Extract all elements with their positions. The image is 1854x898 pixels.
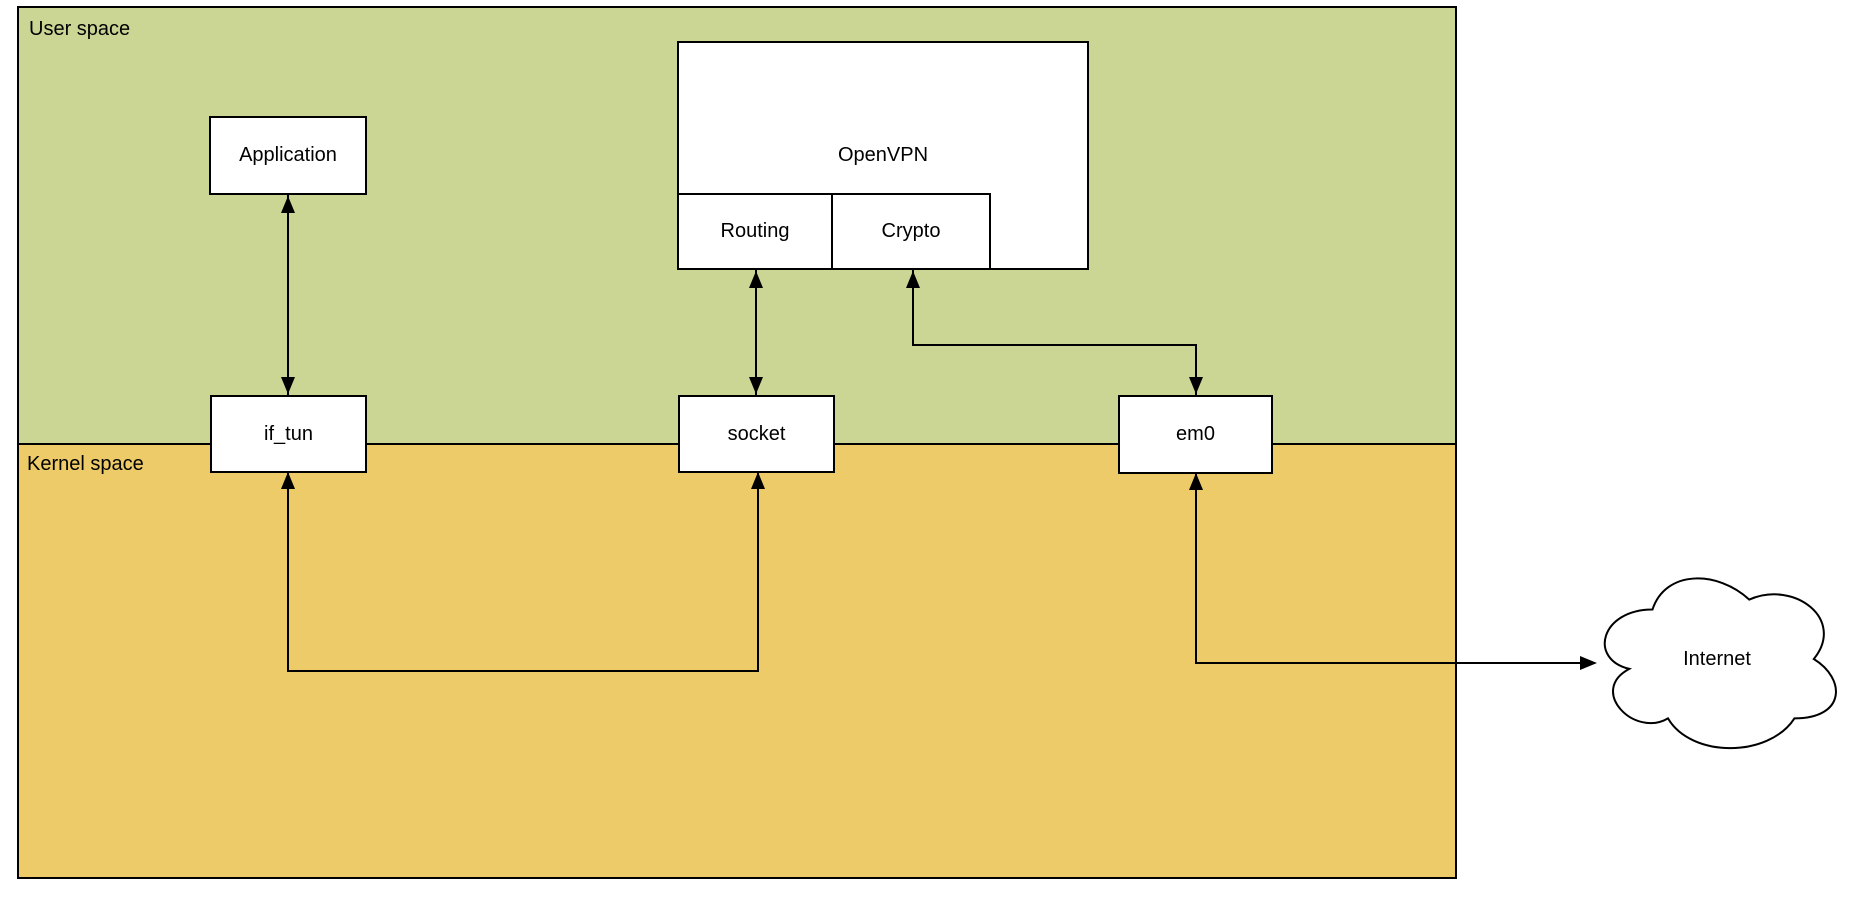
node-application: Application	[209, 116, 367, 195]
kernel-space-label: Kernel space	[27, 453, 144, 475]
kernel-space-region	[19, 443, 1455, 877]
node-socket: socket	[678, 395, 835, 473]
node-if-tun: if_tun	[210, 395, 367, 473]
user-space-label: User space	[29, 18, 131, 40]
node-application-label: Application	[239, 144, 337, 166]
node-socket-label: socket	[727, 422, 786, 445]
node-internet: Internet	[1588, 560, 1846, 758]
node-routing: Routing	[677, 193, 833, 270]
node-internet-label: Internet	[1683, 647, 1751, 670]
node-if-tun-label: if_tun	[264, 422, 313, 445]
node-routing-label: Routing	[720, 220, 790, 242]
node-em0-label: em0	[1176, 423, 1215, 445]
node-em0: em0	[1118, 395, 1273, 474]
node-openvpn-label: OpenVPN	[837, 144, 929, 166]
node-crypto-label: Crypto	[881, 220, 941, 242]
node-crypto: Crypto	[831, 193, 991, 270]
